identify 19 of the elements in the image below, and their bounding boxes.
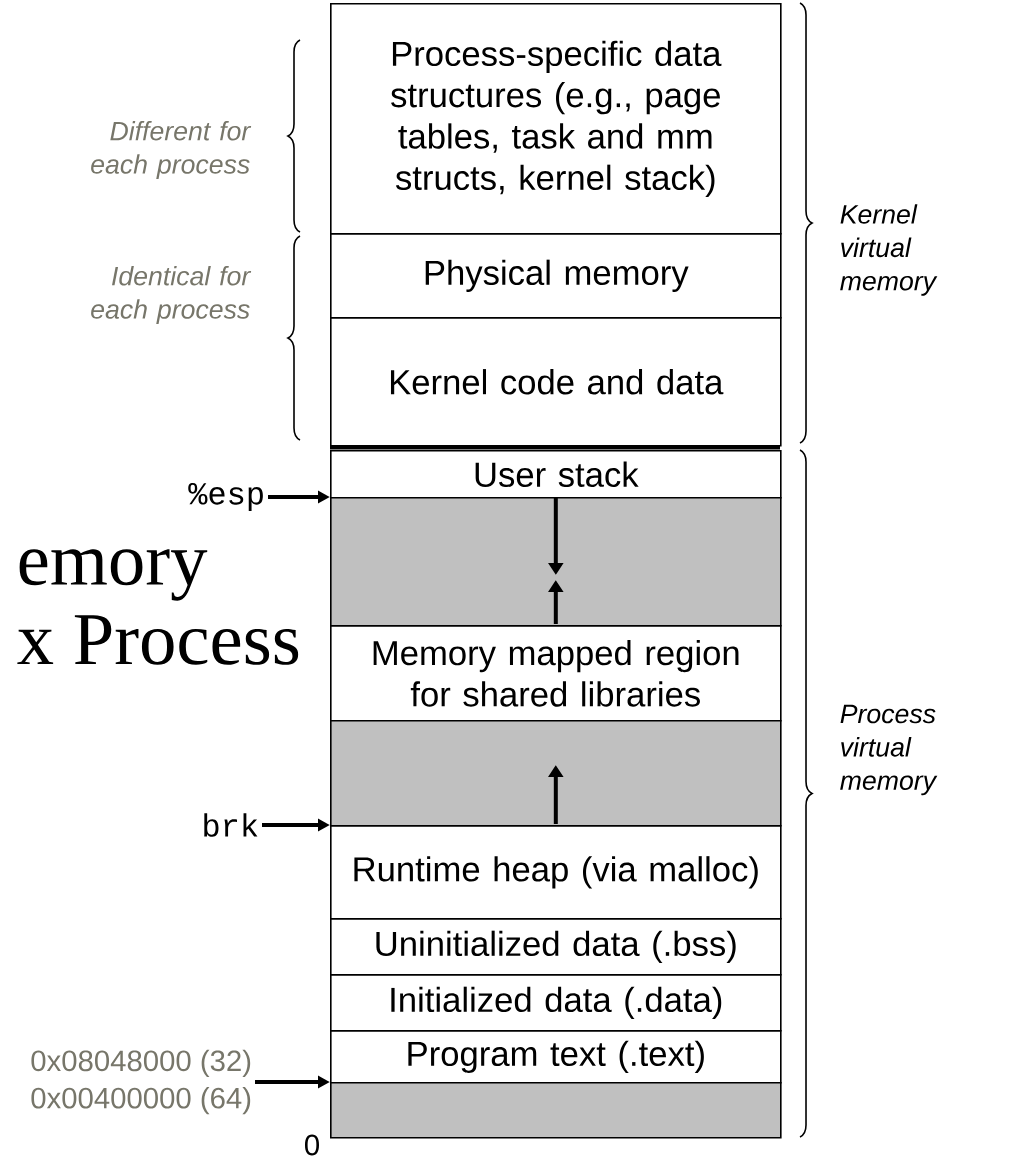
memory-region-box: Uninitialized data (.bss)	[330, 918, 782, 976]
empty-region-box	[330, 1082, 782, 1139]
empty-region-box	[330, 497, 782, 627]
memory-region-box: Process-specific data structures (e.g., page tables, task and mm structs, kernel stack)	[330, 3, 782, 235]
memory-region-box: Runtime heap (via malloc)	[330, 825, 782, 920]
register-label: brk	[204, 813, 258, 837]
region-note: Kernel virtual memory	[840, 204, 938, 296]
region-note: Different for each process	[91, 120, 252, 180]
axis-label: 0	[305, 1134, 319, 1156]
title-text: x Process	[17, 615, 299, 665]
title-text: emory	[19, 549, 208, 601]
memory-region-box: Kernel code and data	[330, 317, 782, 447]
memory-region-box: Physical memory	[330, 233, 782, 319]
register-label: %esp	[188, 483, 263, 511]
memory-region-box: Initialized data (.data)	[330, 974, 782, 1032]
region-note: Identical for each process	[91, 265, 252, 325]
region-note: Process virtual memory	[840, 704, 938, 796]
address-label: 0x08048000 (32) 0x00400000 (64)	[31, 1049, 251, 1115]
empty-region-box	[330, 720, 782, 827]
